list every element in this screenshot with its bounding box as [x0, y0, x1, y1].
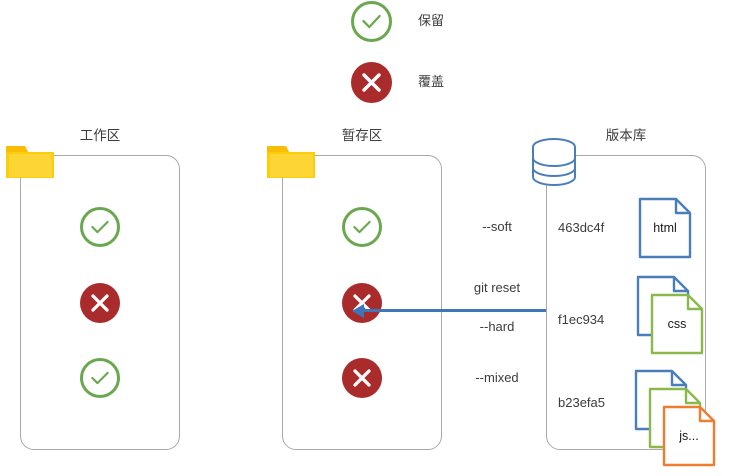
staging-area-state-1-green-check-icon — [342, 207, 382, 247]
reset-option-soft: --soft — [482, 219, 512, 234]
column-title-repository: 版本库 — [605, 128, 647, 143]
working-directory-box — [20, 155, 180, 450]
legend-label-keep: 保留 — [418, 13, 445, 28]
reset-option-mixed: --mixed — [475, 370, 519, 385]
staging-area-state-3-red-x-icon — [342, 358, 382, 398]
file-label-html: html — [653, 221, 677, 235]
commit-hash: 463dc4f — [558, 220, 605, 235]
working-directory-state-3-green-check-icon — [80, 358, 120, 398]
file-icon-js — [662, 405, 716, 467]
working-directory-state-1-green-check-icon — [80, 207, 120, 247]
working-directory-state-2-red-x-icon — [80, 283, 120, 323]
legend-green-check-icon — [351, 1, 392, 42]
repository-box — [546, 155, 706, 450]
database-icon — [529, 137, 579, 187]
staging-area-box — [282, 155, 442, 450]
git-reset-arrow-head — [352, 303, 364, 318]
git-reset-arrow-line — [364, 309, 546, 312]
commit-hash: b23efa5 — [558, 395, 605, 410]
column-title-staging-area: 暂存区 — [341, 128, 383, 143]
folder-icon — [5, 140, 55, 182]
legend-red-x-icon — [351, 62, 392, 103]
reset-option-hard: --hard — [479, 319, 515, 334]
commit-hash: f1ec934 — [558, 312, 605, 327]
file-label-js: js... — [679, 429, 699, 443]
column-title-working-directory: 工作区 — [79, 128, 121, 143]
reset-command-label: git reset — [473, 280, 521, 295]
file-icon-css — [650, 293, 704, 355]
folder-icon — [266, 140, 316, 182]
file-icon-html — [638, 197, 692, 259]
file-label-css: css — [667, 317, 687, 331]
legend-label-overwrite: 覆盖 — [418, 74, 445, 89]
